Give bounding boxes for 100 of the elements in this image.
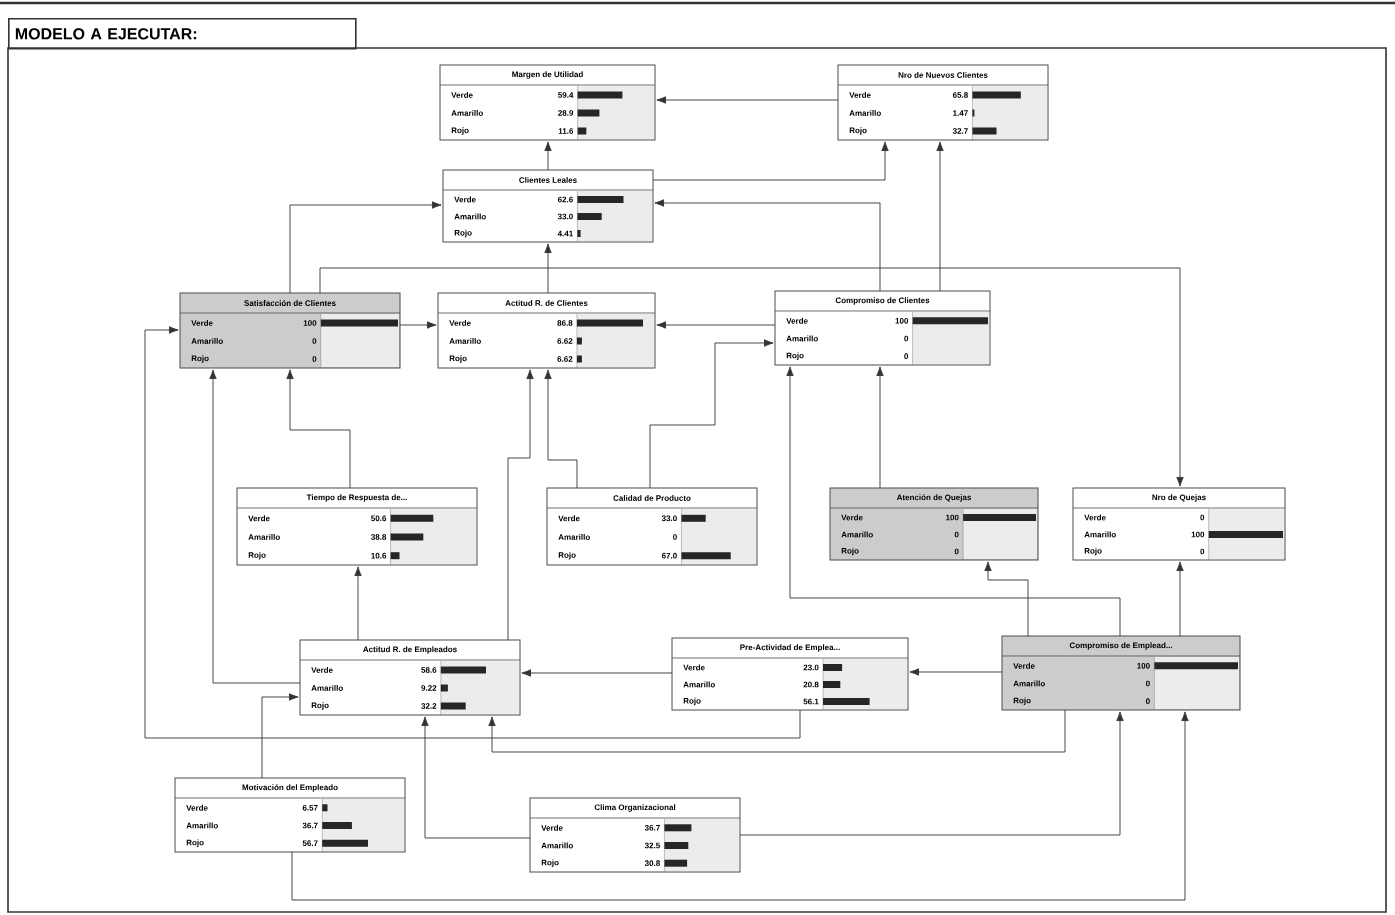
arrow	[936, 141, 944, 292]
arrow	[286, 369, 351, 489]
state-label: Amarillo	[1013, 680, 1045, 687]
arrow	[488, 709, 1066, 753]
node-title: Margen de Utilidad	[512, 71, 583, 79]
arrow	[656, 96, 839, 104]
probability-value: 0	[1145, 698, 1150, 705]
node-title: Compromiso de Emplead...	[1069, 642, 1172, 650]
probability-value: 56.1	[803, 698, 819, 705]
arrow	[521, 669, 673, 677]
probability-value: 6.62	[557, 338, 573, 344]
probability-value: 0	[954, 548, 959, 555]
state-label: Verde	[191, 320, 213, 326]
title-box: MODELO A EJECUTAR:	[8, 18, 357, 50]
probability-value: 33.0	[557, 213, 573, 220]
node-title: Actitud R. de Clientes	[505, 300, 588, 306]
state-label: Verde	[541, 824, 563, 831]
state-label: Amarillo	[451, 110, 483, 116]
arrow	[289, 201, 442, 294]
arrow	[544, 369, 578, 489]
arrow	[652, 141, 889, 181]
arrow	[354, 566, 362, 641]
probability-value: 1.47	[953, 110, 968, 116]
probability-value: 0	[904, 353, 909, 360]
probability-value: 23.0	[803, 664, 819, 671]
state-label: Verde	[454, 196, 476, 203]
node-title: Nro de Nuevos Clientes	[898, 72, 988, 78]
state-label: Amarillo	[1084, 531, 1116, 538]
arrow	[261, 693, 299, 779]
state-label: Amarillo	[191, 338, 223, 344]
state-label: Amarillo	[841, 531, 873, 538]
state-label: Verde	[186, 804, 208, 811]
state-label: Rojo	[454, 229, 472, 238]
state-label: Amarillo	[849, 110, 881, 116]
probability-value: 86.8	[557, 320, 573, 326]
probability-value: 28.9	[558, 110, 574, 116]
arrow	[984, 561, 1029, 637]
state-label: Rojo	[786, 352, 804, 360]
node-title: Clima Organizacional	[594, 804, 676, 812]
probability-value: 36.7	[644, 824, 660, 831]
node-title: Atención de Quejas	[896, 494, 971, 502]
probability-value: 50.6	[371, 515, 387, 522]
probability-value: 0	[1200, 548, 1205, 555]
probability-value: 0	[1200, 514, 1205, 521]
probability-value: 11.6	[558, 128, 574, 134]
state-label: Verde	[1013, 662, 1035, 669]
probability-value: 36.7	[302, 822, 318, 829]
arrow	[654, 199, 881, 292]
arrow	[209, 369, 301, 684]
probability-value: 65.8	[952, 92, 968, 98]
probability-value: 10.6	[371, 552, 387, 559]
node-title: Motivación del Empleado	[242, 784, 338, 792]
state-label: Rojo	[191, 355, 209, 363]
node-title: Clientes Leales	[519, 177, 577, 183]
probability-value: 4.41	[557, 230, 573, 237]
probability-value: 59.4	[558, 92, 574, 98]
arrow	[544, 243, 552, 294]
state-label: Verde	[248, 515, 270, 522]
probability-value: 56.7	[302, 840, 318, 847]
arrow	[399, 321, 437, 329]
node-title: Tiempo de Respuesta de...	[306, 494, 407, 502]
state-label: Amarillo	[449, 338, 481, 344]
state-label: Amarillo	[683, 681, 715, 688]
state-label: Verde	[683, 664, 705, 671]
state-label: Rojo	[1013, 697, 1031, 705]
node-title: Calidad de Producto	[613, 495, 691, 501]
probability-value: 100	[1137, 662, 1150, 669]
arrow	[649, 339, 774, 489]
node-title: Nro de Quejas	[1152, 494, 1206, 502]
state-label: Rojo	[558, 551, 576, 560]
state-label: Amarillo	[248, 534, 280, 540]
probability-value: 100	[303, 320, 317, 326]
state-label: Rojo	[541, 859, 559, 867]
probability-value: 58.6	[421, 667, 437, 673]
node-title: Pre-Actividad de Emplea...	[740, 644, 840, 652]
state-label: Rojo	[849, 127, 867, 135]
probability-value: 38.8	[371, 534, 387, 540]
state-label: Amarillo	[786, 335, 818, 342]
probability-value: 0	[954, 531, 959, 538]
probability-value: 100	[1191, 531, 1205, 538]
probability-value: 6.62	[557, 356, 573, 362]
arrow	[786, 366, 1121, 637]
arrow	[507, 369, 534, 641]
probability-value: 0	[904, 335, 909, 342]
probability-value: 0	[312, 338, 317, 344]
node-title: Satisfacción de Clientes	[244, 300, 336, 306]
state-label: Amarillo	[541, 842, 573, 849]
state-label: Rojo	[841, 547, 859, 556]
state-label: Rojo	[683, 697, 701, 706]
state-label: Verde	[1084, 514, 1106, 521]
state-label: Rojo	[451, 127, 469, 135]
probability-value: 32.7	[952, 128, 968, 134]
probability-value: 67.0	[661, 552, 677, 559]
probability-value: 0	[1145, 680, 1150, 687]
probability-value: 20.8	[803, 681, 819, 688]
arrow	[909, 668, 1003, 676]
probability-value: 32.5	[644, 842, 660, 849]
probability-value: 0	[312, 356, 317, 362]
state-label: Rojo	[311, 702, 329, 710]
arrow	[656, 321, 776, 329]
